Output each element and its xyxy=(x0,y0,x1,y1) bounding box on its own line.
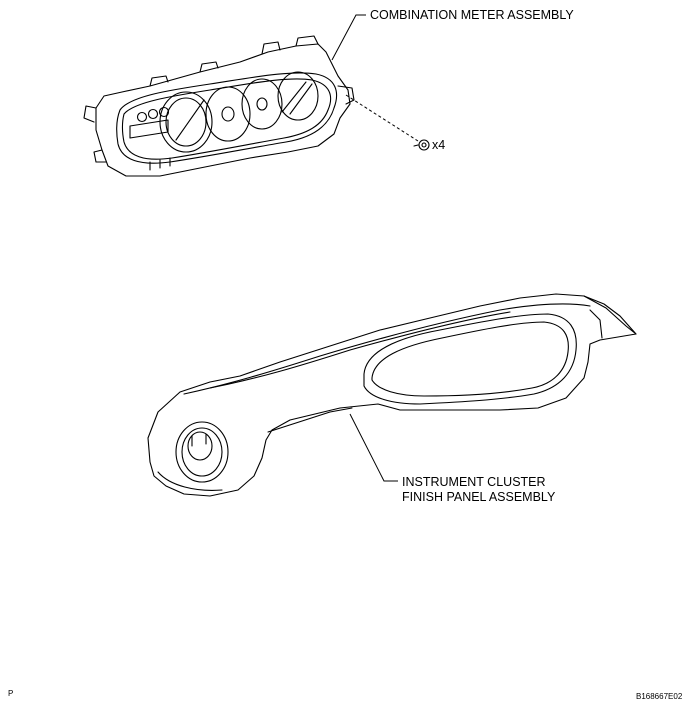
finish-panel-label-line2: FINISH PANEL ASSEMBLY xyxy=(402,490,556,504)
finish-panel-leader-line xyxy=(350,414,398,481)
combination-meter-label: COMBINATION METER ASSEMBLY xyxy=(370,8,574,22)
combination-meter-drawing xyxy=(84,36,429,176)
screw-count-label: x4 xyxy=(432,138,446,152)
combination-meter-leader-line xyxy=(332,15,366,60)
footer-left-code: P xyxy=(8,689,14,698)
finish-panel-drawing xyxy=(148,294,636,496)
footer-right-code: B168667E02 xyxy=(636,692,683,701)
finish-panel-label-line1: INSTRUMENT CLUSTER xyxy=(402,475,546,489)
screw-location-dashed-line xyxy=(346,95,418,141)
